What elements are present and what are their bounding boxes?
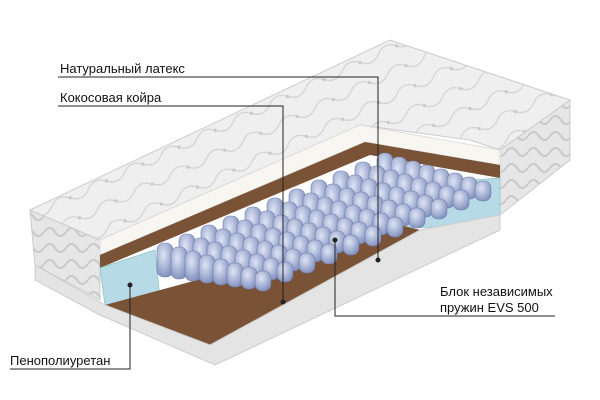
spring-coil xyxy=(298,252,316,274)
spring-coil xyxy=(254,270,272,292)
leader-lines xyxy=(10,76,555,370)
spring-coil xyxy=(474,180,492,202)
spring-coil xyxy=(276,261,294,283)
label-polyurethane-foam: Пенополиуретан xyxy=(10,353,111,368)
leader-dot xyxy=(375,257,381,263)
label-coconut-coir: Кокосовая койра xyxy=(60,90,162,105)
leader-dot xyxy=(280,299,286,305)
label-springs-line2: пружин EVS 500 xyxy=(440,300,539,315)
spring-coil xyxy=(430,198,448,220)
spring-coil xyxy=(156,242,174,278)
spring-coil xyxy=(452,189,470,211)
spring-coil xyxy=(320,243,338,265)
spring-coil xyxy=(240,266,258,290)
spring-coil xyxy=(226,262,244,288)
spring-coil xyxy=(198,254,216,284)
spring-coil xyxy=(364,225,382,247)
leader-coir xyxy=(58,105,284,302)
spring-coil xyxy=(386,216,404,238)
spring-block xyxy=(156,152,492,292)
cover-bottom xyxy=(34,214,501,366)
leader-foam xyxy=(10,285,131,370)
spring-coil xyxy=(170,246,188,280)
spring-coil xyxy=(408,207,426,229)
leader-dot xyxy=(127,282,133,288)
spring-coil xyxy=(342,234,360,256)
label-springs-line1: Блок независимых xyxy=(440,284,553,299)
label-natural-latex: Натуральный латекс xyxy=(60,61,185,76)
leader-dot xyxy=(332,237,338,243)
spring-coil xyxy=(212,258,230,286)
leader-latex xyxy=(58,76,379,260)
spring-coil xyxy=(184,250,202,282)
leader-springs xyxy=(334,240,555,317)
